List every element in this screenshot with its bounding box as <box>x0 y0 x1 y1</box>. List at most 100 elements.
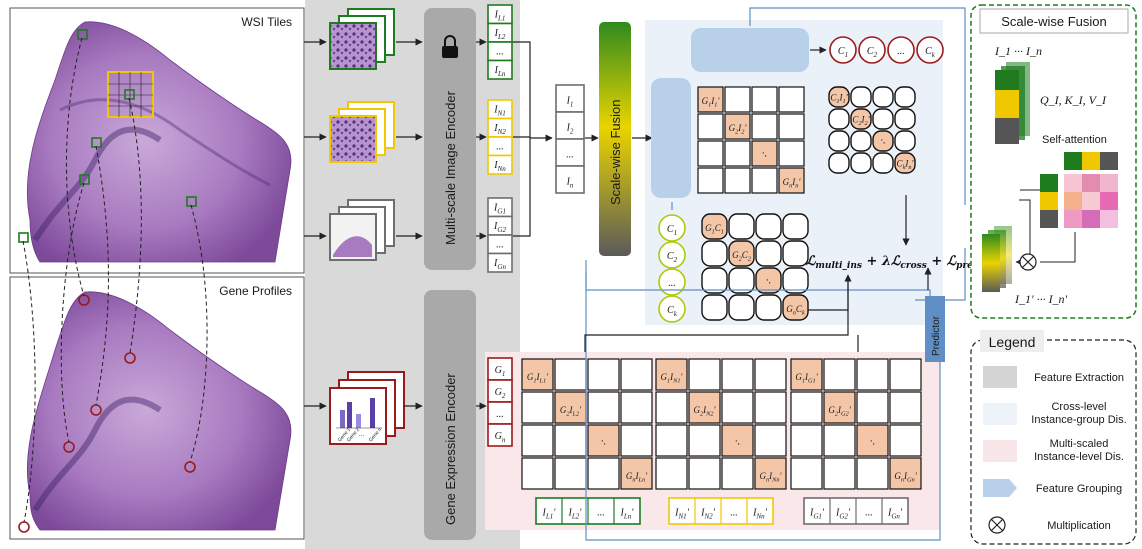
attn-query-token <box>1040 210 1058 228</box>
vector-genes-label: ... <box>496 409 504 420</box>
matrix-scale2-cell <box>688 424 721 457</box>
matrix-gi-label: GnIn' <box>783 177 802 190</box>
attn-key-token <box>1082 152 1100 170</box>
vector-bottom-scale1-label: IL2' <box>568 508 583 521</box>
gene-title: Gene Profiles <box>219 284 292 298</box>
vector-bottom-scale1-label: ... <box>597 508 605 519</box>
matrix-gc-label: G2C2 <box>732 250 752 263</box>
fusion-input-stack <box>995 62 1030 144</box>
matrix-scale3-cell <box>889 457 922 490</box>
vector-fused-label: I1 <box>566 95 574 108</box>
matrix-scale3-cell <box>823 358 856 391</box>
vector-genes-label: Gn <box>495 431 506 444</box>
legend-swatch <box>983 440 1017 462</box>
center-circle-label: C1 <box>838 46 848 59</box>
matrix-scale1-label: G1IL1' <box>527 372 549 385</box>
matrix-scale2-cell <box>721 424 754 457</box>
attn-score-cell <box>1082 192 1100 210</box>
loss-term-2: λℒ <box>881 254 901 269</box>
matrix-gi-cell <box>724 86 751 113</box>
gene-encoder: Gene Expression Encoder <box>424 290 476 540</box>
matrix-gi-dots: ·. <box>762 148 768 160</box>
vector-scale1-label: IL2 <box>494 28 506 41</box>
matrix-gc-label: GnCk <box>786 304 805 317</box>
matrix-scale1-cell <box>620 424 653 457</box>
legend-label: Multiplication <box>1047 520 1111 532</box>
matrix-gc-cell <box>728 294 755 321</box>
matrix-scale2-cell <box>721 358 754 391</box>
matrix-scale2-cell <box>688 457 721 490</box>
matrix-scale3-cell <box>790 391 823 424</box>
vector-bottom-scale2: IN1'IN2'...INn' <box>668 497 774 525</box>
gene-chart-stack: Gene 1 Gene 2 ... Gene n <box>329 371 405 445</box>
matrix-cc-cell <box>828 152 850 174</box>
vector-bottom-scale1-label: ILn' <box>620 508 635 521</box>
image-encoder-label: Multi-scale Image Encoder <box>443 90 458 245</box>
matrix-scale3-cell <box>790 457 823 490</box>
matrix-gi-label: G2I2' <box>729 123 748 136</box>
vector-bottom-scale3-label: IGn' <box>887 508 903 521</box>
matrix-gc-cell <box>755 213 782 240</box>
center-circle-label: Ck <box>925 46 936 59</box>
matrix-scale1-cell <box>587 457 620 490</box>
vector-bottom-scale3-label: IG1' <box>809 508 825 521</box>
matrix-cc-cell <box>872 108 894 130</box>
matrix-cc-cell <box>828 108 850 130</box>
vector-fused-cell <box>555 138 585 167</box>
matrix-gi-cell <box>751 86 778 113</box>
loss-equation: ℒmulti_ins + λℒcross + ℒpred <box>806 254 980 271</box>
matrix-scale1-cell <box>554 391 587 424</box>
matrix-cc-cell <box>872 130 894 152</box>
matrix-scale1-cell <box>521 457 554 490</box>
matrix-scale1-cell <box>620 457 653 490</box>
attn-key-token <box>1064 152 1082 170</box>
fusion-detail-box: Scale-wise Fusion I_1 ··· I_n Q_I, K_I, … <box>970 4 1137 319</box>
center-circle-col-label: C1 <box>667 224 677 237</box>
vector-genes-cell <box>487 423 513 447</box>
matrix-scale3-dots: ·. <box>870 435 876 447</box>
matrix-scale2-cell <box>655 391 688 424</box>
vector-fused-cell <box>555 84 585 113</box>
legend-label: Feature Extraction <box>1034 372 1124 384</box>
matrix-gc-cell <box>728 267 755 294</box>
vector-scale1-cell <box>487 59 513 80</box>
matrix-gc-cell <box>728 213 755 240</box>
matrix-gi-cell <box>778 113 805 140</box>
matrix-cc-label: C1I1' <box>830 93 848 106</box>
vector-fused-label: I2 <box>566 122 574 135</box>
vector-scale1-label: ... <box>496 47 504 58</box>
matrix-scale3-cell <box>856 424 889 457</box>
encoder-arrows <box>396 38 487 410</box>
attn-score-cell <box>1064 210 1082 228</box>
matrix-gi-cell <box>697 167 724 194</box>
scale-wise-fusion-bar: Scale-wise Fusion <box>599 22 631 256</box>
matrix-gi-cell <box>724 167 751 194</box>
vector-fused-cell <box>555 111 585 140</box>
matrix-scale1-cell <box>554 457 587 490</box>
self-attention-label: Self-attention <box>1042 134 1107 146</box>
matrix-scale3: G1IG1'G2IG2'·.GnIGn' <box>790 358 922 490</box>
matrix-scale2-dots: ·. <box>735 435 741 447</box>
wsi-title: WSI Tiles <box>241 15 292 29</box>
matrix-scale1-cell <box>554 358 587 391</box>
matrix-gi: G1I1'G2I2'·.GnIn' <box>697 86 805 194</box>
fusion-output-stack <box>982 226 1012 292</box>
loss-sub-2: cross <box>900 261 926 271</box>
vector-bottom-scale3-label: ... <box>865 508 873 519</box>
matrix-scale2-cell <box>688 391 721 424</box>
loss-term-1: ℒ <box>806 254 816 269</box>
matrix-scale3-cell <box>823 424 856 457</box>
matrix-cc: C1I1'C2I2'·.CkIn' <box>828 86 916 174</box>
vector-bottom-scale3-label: IG2' <box>835 508 851 521</box>
matrix-gc-cell <box>701 294 728 321</box>
matrix-scale1-cell <box>521 424 554 457</box>
center-circle <box>829 36 857 64</box>
gene-chart-dots: ... <box>359 432 364 438</box>
wsi-tile-box <box>107 71 154 118</box>
matrix-gc-cell <box>782 294 809 321</box>
vector-scale3-label: ... <box>496 240 504 251</box>
legend-swatch <box>983 366 1017 388</box>
tile-stack-scale1 <box>329 8 395 70</box>
